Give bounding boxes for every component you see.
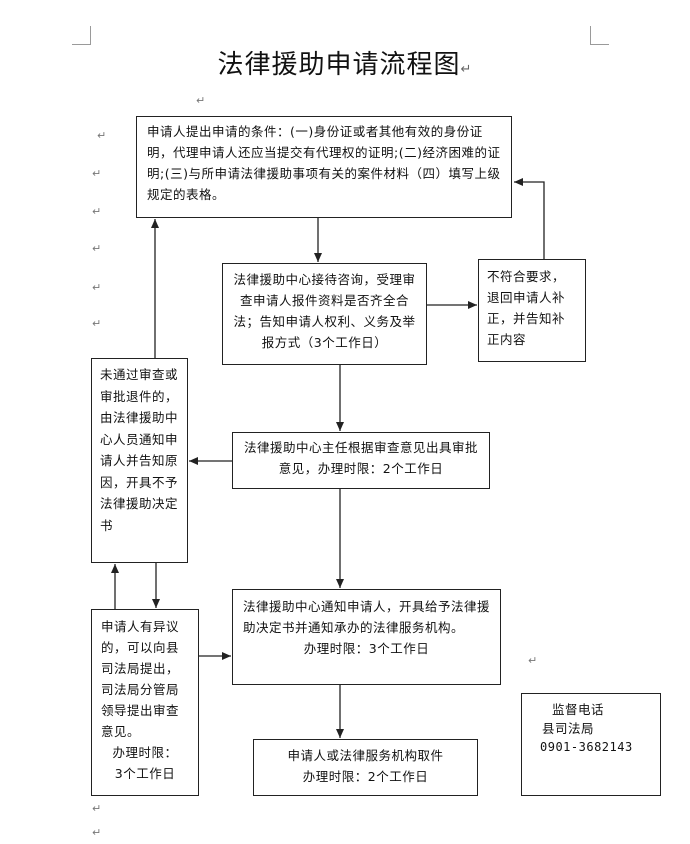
supervision-phone: 0901-3682143 [540,740,633,754]
notify-time: 办理时限：3个工作日 [303,641,430,656]
paragraph-mark: ↵ [92,281,102,294]
notify-text: 法律援助中心通知申请人，开具给予法律援助决定书并通知承办的法律服务机构。 [243,599,491,635]
pickup-text: 申请人或法律服务机构取件 [287,748,444,763]
rejected-text: 未通过审查或审批退件的，由法律援助中心人员通知申请人并告知原因，开具不予法律援助… [100,367,179,533]
conditions-text: 申请人提出申请的条件：(一)身份证或者其他有效的身份证明，代理申请人还应当提交有… [147,124,501,202]
objection-box: 申请人有异议的，可以向县司法局提出，司法局分管局领导提出审查意见。 办理时限： … [91,609,199,796]
objection-text: 申请人有异议的，可以向县司法局提出，司法局分管局领导提出审查意见。 [101,619,180,739]
paragraph-mark: ↵ [92,242,102,255]
paragraph-mark: ↵ [92,826,102,839]
paragraph-mark: ↵ [92,317,102,330]
conditions-box: 申请人提出申请的条件：(一)身份证或者其他有效的身份证明，代理申请人还应当提交有… [136,116,512,218]
paragraph-mark: ↵ [92,205,102,218]
review-box: 法律援助中心接待咨询，受理审查申请人报件资料是否齐全合法；告知申请人权利、义务及… [222,263,427,365]
page-corner-top-left [72,26,91,45]
objection-time: 3个工作日 [114,766,176,781]
notify-box: 法律援助中心通知申请人，开具给予法律援助决定书并通知承办的法律服务机构。 办理时… [232,589,501,685]
review-text: 法律援助中心接待咨询，受理审查申请人报件资料是否齐全合法；告知申请人权利、义务及… [233,272,416,350]
pickup-time: 办理时限：2个工作日 [302,769,429,784]
paragraph-mark: ↵ [196,94,206,107]
rejected-box: 未通过审查或审批退件的，由法律援助中心人员通知申请人并告知原因，开具不予法律援助… [91,358,188,563]
arrow-non-compliant-to-conditions [514,178,545,259]
page-corner-top-right [590,26,609,45]
paragraph-mark: ↵ [97,129,107,142]
non-compliant-box: 不符合要求，退回申请人补正，并告知补正内容 [478,259,586,362]
supervision-org: 县司法局 [542,721,595,736]
director-approval-box: 法律援助中心主任根据审查意见出具审批意见，办理时限：2个工作日 [232,432,490,489]
non-compliant-text: 不符合要求，退回申请人补正，并告知补正内容 [487,269,566,347]
director-approval-text: 法律援助中心主任根据审查意见出具审批意见，办理时限：2个工作日 [243,440,478,476]
objection-time-label: 办理时限： [112,745,178,760]
paragraph-mark: ↵ [528,654,538,667]
supervision-box: 监督电话 县司法局 0901-3682143 [521,693,661,796]
pickup-box: 申请人或法律服务机构取件 办理时限：2个工作日 [253,739,478,796]
page-title: 法律援助申请流程图↵ [217,50,473,80]
paragraph-mark: ↵ [92,167,102,180]
supervision-title: 监督电话 [552,702,605,717]
paragraph-mark: ↵ [92,802,102,815]
